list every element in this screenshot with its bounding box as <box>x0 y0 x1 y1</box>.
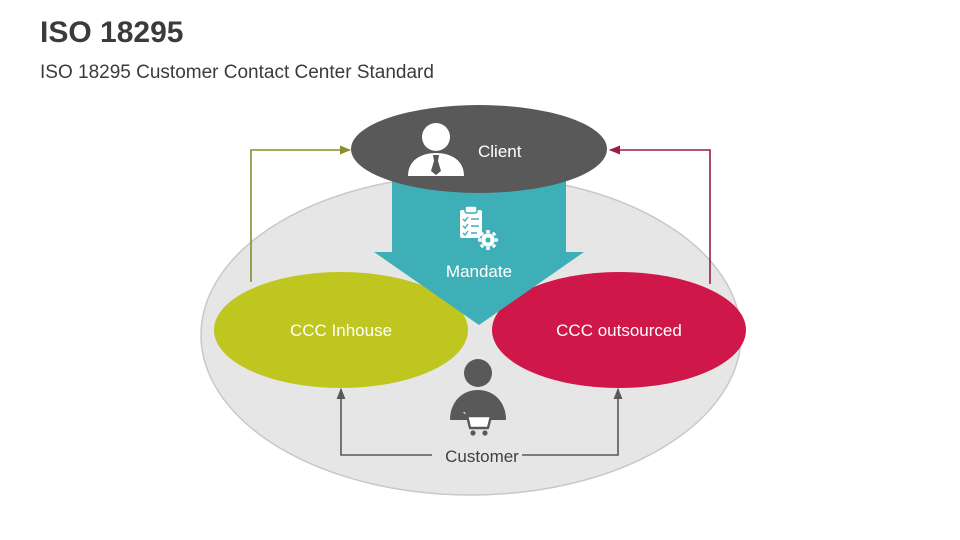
page-title: ISO 18295 <box>40 16 184 49</box>
connector-inhouse-to-client <box>250 145 352 282</box>
mandate-arrow <box>374 160 584 325</box>
ccc-outsourced-node <box>492 272 746 388</box>
client-label: Client <box>478 142 522 161</box>
ccc-inhouse-label: CCC Inhouse <box>290 321 392 340</box>
user-tie-icon <box>408 123 464 176</box>
clipboard-gear-icon <box>460 205 498 250</box>
connector-customer-to-inhouse <box>336 387 432 456</box>
customer-label: Customer <box>445 447 519 466</box>
shopping-user-icon <box>450 359 506 436</box>
connector-outsourced-to-client <box>608 145 711 284</box>
connector-customer-to-outsourced <box>522 387 623 456</box>
mandate-label: Mandate <box>446 262 512 281</box>
page-subtitle: ISO 18295 Customer Contact Center Standa… <box>40 62 434 83</box>
ccc-inhouse-node <box>214 272 468 388</box>
ccc-outsourced-label: CCC outsourced <box>556 321 682 340</box>
